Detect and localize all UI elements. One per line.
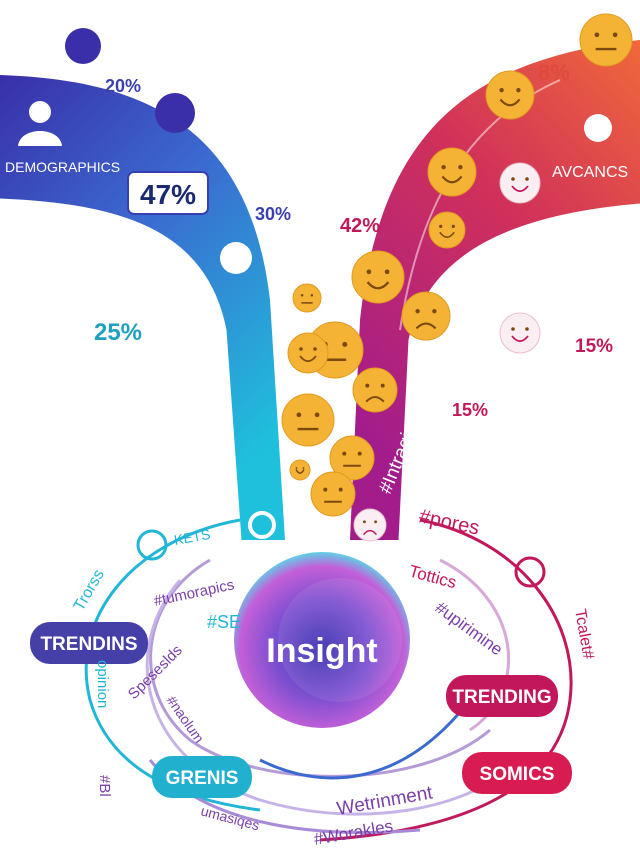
tool-icon-right: [584, 114, 612, 142]
happy-face-icon: [485, 70, 535, 120]
pct-47-badge: [127, 171, 209, 215]
grenis-label: GRENIS: [166, 768, 239, 789]
tool-icon: [65, 28, 101, 64]
neutral-face-icon: [310, 471, 356, 517]
trending-label: TRENDING: [452, 687, 551, 708]
worakles-label: #Worakles: [312, 816, 394, 849]
pct-42: 42%: [340, 215, 380, 237]
happy-face-icon: [287, 332, 329, 374]
neutral-face-icon: [329, 435, 375, 481]
search-icon: [248, 511, 276, 539]
left-band-divider: [0, 198, 242, 541]
bl-label: #Bl: [96, 775, 113, 797]
happy-face-icon: [499, 162, 541, 204]
pct-75: 75%: [204, 427, 234, 444]
sad-face-icon: [401, 291, 451, 341]
sentiment-label: SENTIMENT: [511, 244, 633, 267]
demographics-label: DEMOGRAPHICS: [5, 159, 120, 175]
advances-label: AVCANCS: [552, 164, 628, 181]
neutral-face-icon: [292, 283, 322, 313]
right-data-stream: [350, 40, 640, 540]
somics-label: SOMICS: [480, 764, 555, 785]
grenis-badge: [152, 756, 252, 798]
opinion-label: opinion: [94, 660, 111, 708]
neutral-face-icon: [579, 13, 633, 67]
chat-icon: [220, 242, 252, 274]
insight-sphere: [234, 552, 410, 728]
user-icon: [18, 227, 74, 280]
pct-47: 47%: [140, 179, 196, 210]
pct-8: 8%: [538, 60, 570, 85]
left-data-stream: [0, 75, 285, 540]
pores-label: #pores: [417, 505, 481, 539]
happy-face-icon: [427, 147, 477, 197]
sad-face-icon: [352, 367, 398, 413]
se-label: #SE: [207, 612, 241, 632]
happy-face-icon: [428, 211, 466, 249]
umasiqes-label: umasiqes: [199, 802, 261, 833]
kets-label: KETS: [173, 526, 212, 548]
users-icon: [18, 101, 62, 146]
pie-icon: [155, 93, 195, 133]
analysis-label: ANALYSIS: [520, 268, 612, 289]
insight-label: Insight: [266, 632, 377, 670]
mailing-label: MAIL ING: [8, 289, 86, 309]
trending-badge: [446, 675, 558, 717]
avatar-icon: [136, 529, 168, 561]
pct-25: 25%: [94, 319, 142, 346]
pct-15b: 15%: [452, 400, 488, 420]
happy-face-icon: [499, 312, 541, 354]
upirimine-label: #upirimine: [432, 598, 507, 659]
sad-face-icon: [353, 508, 387, 542]
pct-20: 20%: [105, 76, 141, 96]
pct-25-badge: [80, 313, 156, 349]
insight-sphere-highlight: [278, 578, 402, 702]
happy-face-icon: [289, 459, 311, 481]
pct-30: 30%: [255, 204, 291, 224]
trendins-badge: [30, 622, 148, 664]
demographics-band-label: DEMOGRAPHICS: [158, 333, 232, 429]
tcalet-label: Tcalet#: [571, 608, 597, 661]
pct-15a: 15%: [575, 336, 613, 357]
trend-chart-icon: [514, 556, 546, 588]
emoji-cluster: [281, 13, 633, 542]
trendins-label: TRENDINS: [40, 634, 137, 655]
neutral-face-icon: [281, 393, 335, 447]
tumorapics-label: #tumorapics: [152, 576, 235, 610]
somics-badge: [462, 752, 572, 794]
happy-face-icon: [351, 250, 405, 304]
